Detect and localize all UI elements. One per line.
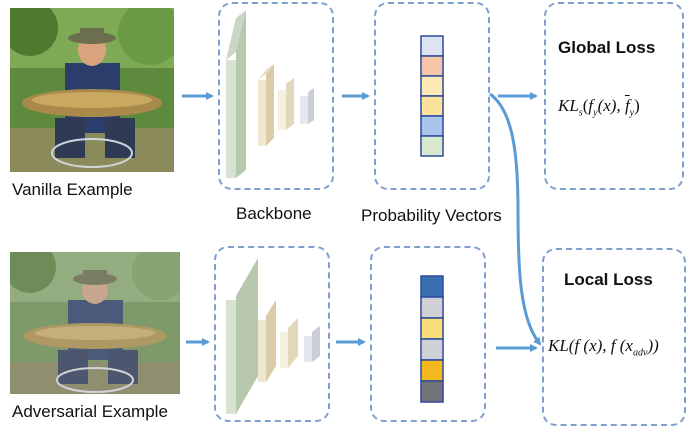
probability-vector-top-cell-1	[420, 35, 444, 57]
probability-vector-bottom-cell-2	[420, 296, 444, 319]
vanilla-example-caption: Vanilla Example	[12, 180, 133, 199]
probability-box-bottom	[370, 246, 486, 422]
adversarial-example-caption: Adversarial Example	[12, 402, 168, 421]
backbone-label: Backbone	[236, 204, 312, 223]
probability-vectors-label: Probability Vectors	[361, 206, 502, 225]
local-loss-formula: KL(f (x), f (xadv))	[548, 336, 659, 359]
backbone-box-top	[218, 2, 334, 190]
probability-vector-top-cell-2	[420, 55, 444, 77]
global-loss-formula: KLs(fy(x), fy)	[558, 96, 640, 119]
local-loss-title: Local Loss	[564, 270, 653, 289]
probability-vector-bottom-cell-5	[420, 359, 444, 382]
probability-vector-bottom-cell-1	[420, 275, 444, 298]
probability-vector-bottom-cell-3	[420, 317, 444, 340]
local-loss-box	[542, 248, 686, 426]
backbone-layers-top	[226, 10, 314, 178]
backbone-box-bottom	[214, 246, 330, 422]
adversarial-example-image	[10, 252, 180, 394]
probability-vector-top-cell-5	[420, 115, 444, 137]
probability-vector-top-cell-4	[420, 95, 444, 117]
probability-vector-bottom	[420, 275, 444, 403]
vanilla-example-image	[10, 8, 174, 172]
probability-vector-top	[420, 35, 444, 157]
probability-vector-top-cell-3	[420, 75, 444, 97]
probability-box-top	[374, 2, 490, 190]
probability-vector-bottom-cell-6	[420, 380, 444, 403]
probability-vector-top-cell-6	[420, 135, 444, 157]
backbone-layers-bottom	[226, 258, 320, 414]
global-loss-title: Global Loss	[558, 38, 656, 57]
arrow-vector-top-to-local-loss	[489, 92, 542, 346]
probability-vector-bottom-cell-4	[420, 338, 444, 361]
global-loss-box	[544, 2, 684, 190]
